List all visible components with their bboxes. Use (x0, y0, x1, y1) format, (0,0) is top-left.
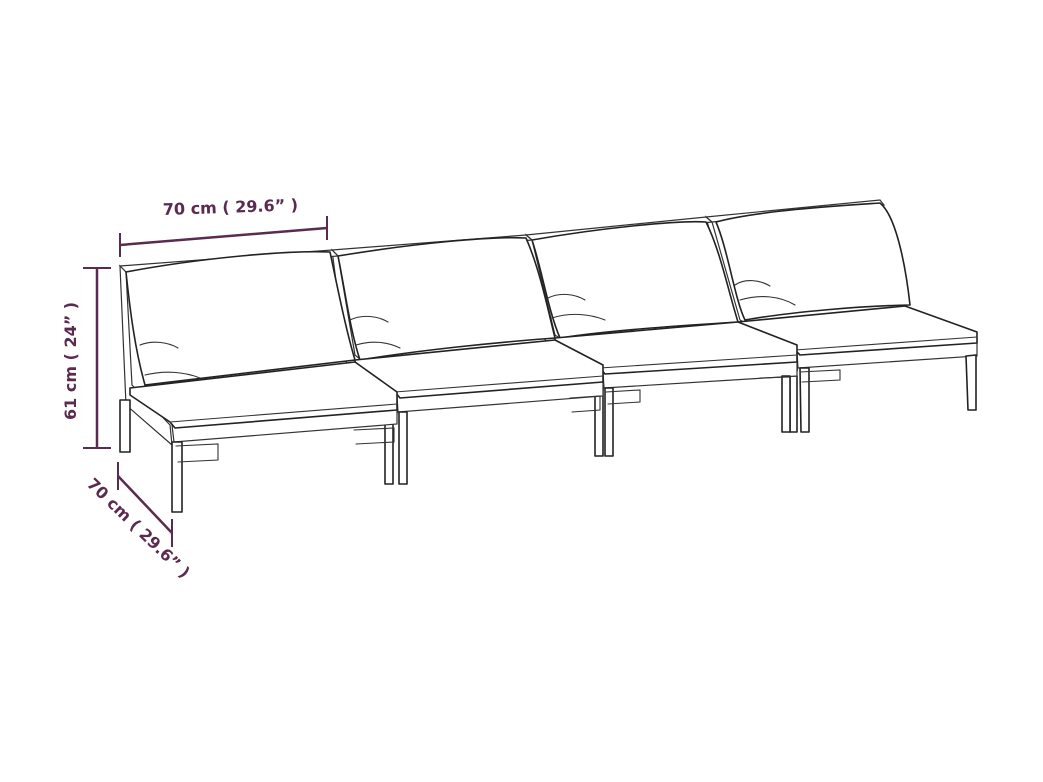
depth-dimension (117, 462, 173, 547)
sofa-module-3 (524, 216, 798, 457)
sofa-module-4 (704, 199, 978, 433)
sectional-sofa-illustration (118, 199, 978, 513)
depth-dimension-line (117, 475, 173, 534)
width-dimension-label: 70 cm ( 29.6” ) (162, 195, 298, 219)
height-dimension-label: 61 cm ( 24” ) (61, 302, 80, 420)
dimension-annotations (83, 216, 328, 547)
sofa-module-1 (118, 249, 398, 513)
width-dimension-line (119, 226, 328, 247)
sofa-module-2 (330, 234, 604, 485)
width-dimension (119, 216, 328, 257)
height-dimension (83, 267, 111, 449)
